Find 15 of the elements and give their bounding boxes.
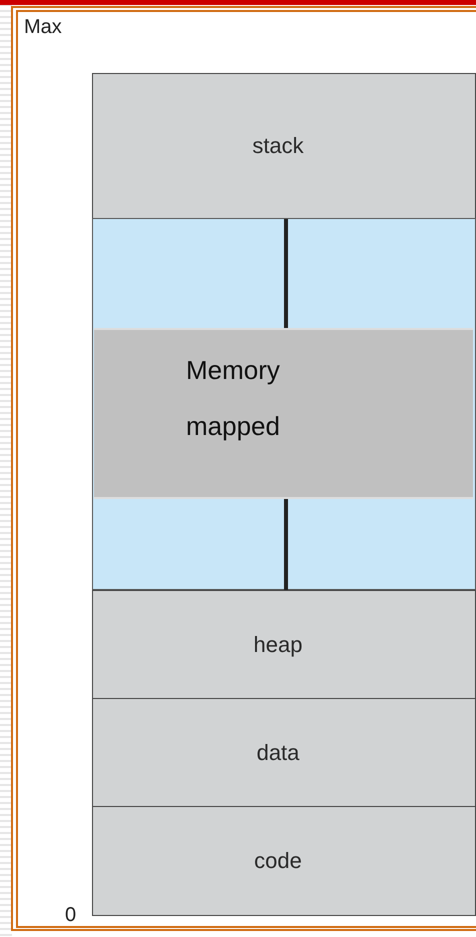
segment-label: stack xyxy=(252,133,304,159)
memory-segment xyxy=(92,698,476,807)
segment-label: code xyxy=(254,848,302,874)
memory-segment xyxy=(92,806,476,916)
address-label: 0 xyxy=(65,904,76,927)
growth-line xyxy=(284,499,288,590)
segment-label: heap xyxy=(254,632,302,658)
segment-label: data xyxy=(256,740,300,766)
memory-mapped-region xyxy=(94,328,473,499)
memory-segment xyxy=(92,590,476,699)
address-label: Max xyxy=(24,16,62,39)
free-memory-region xyxy=(92,218,476,590)
growth-line xyxy=(284,219,288,328)
memory-segment xyxy=(92,73,476,219)
segment-label: Memory mapped xyxy=(186,354,281,443)
